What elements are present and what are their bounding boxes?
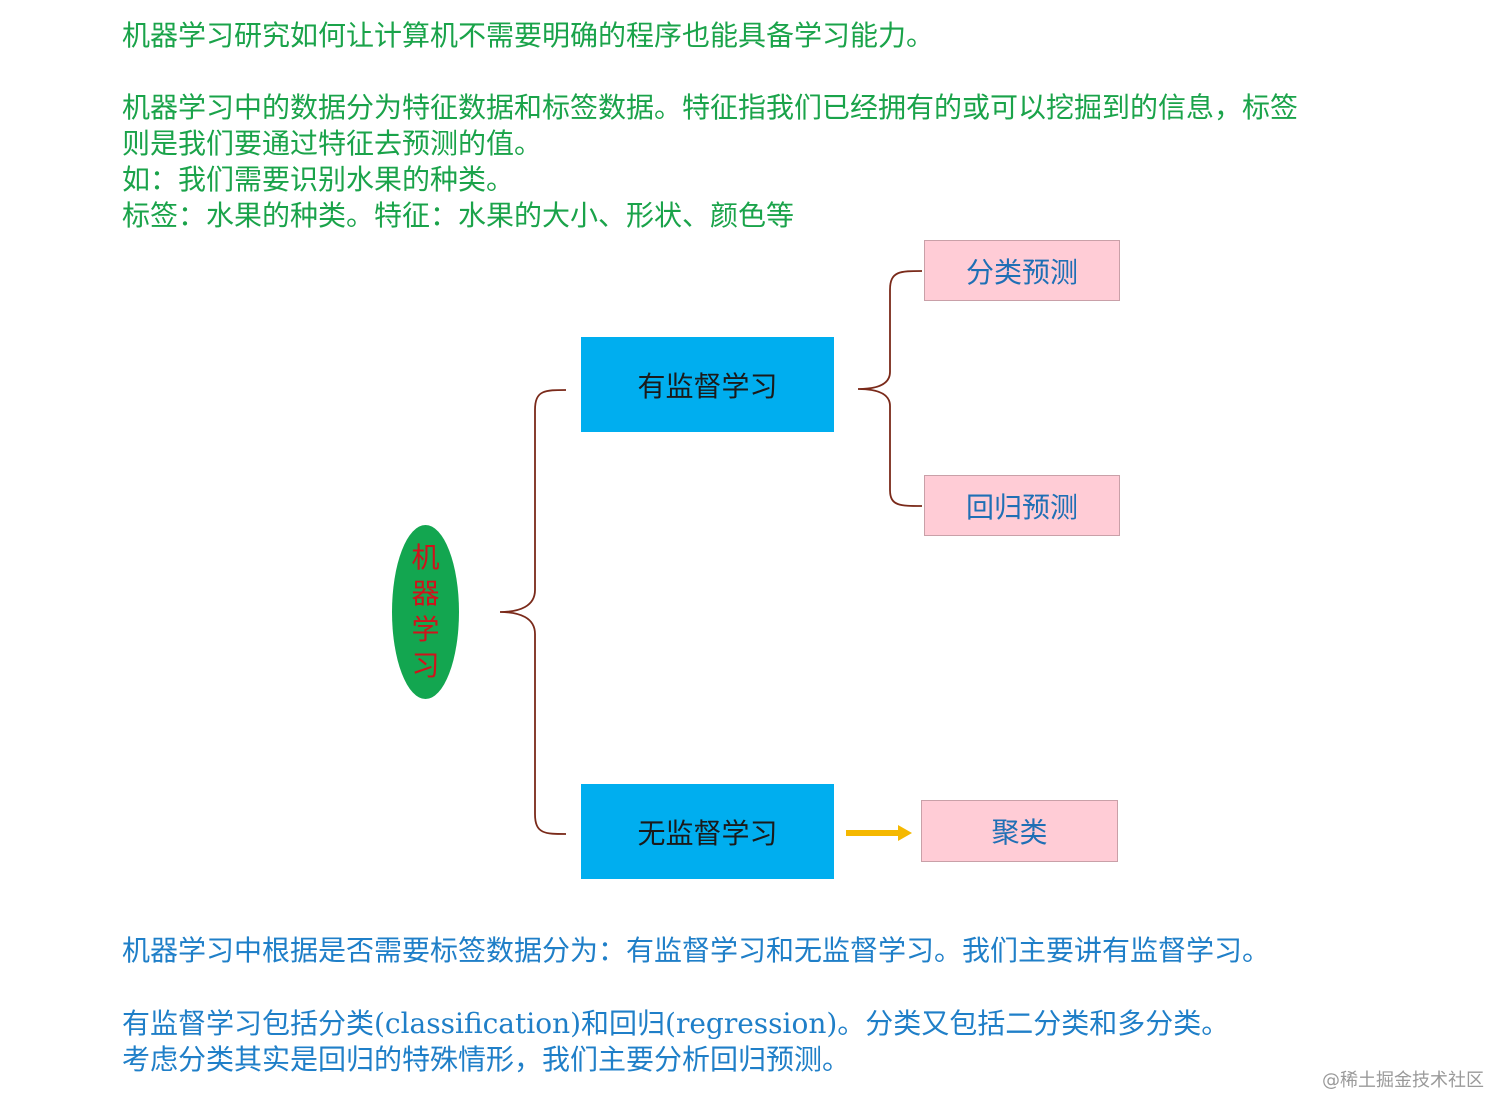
supervised-learning-node: 有监督学习 (581, 337, 834, 432)
outro-line-1: 机器学习中根据是否需要标签数据分为：有监督学习和无监督学习。我们主要讲有监督学习… (122, 934, 1271, 967)
intro-line-1: 机器学习研究如何让计算机不需要明确的程序也能具备学习能力。 (122, 19, 935, 52)
unsupervised-learning-node: 无监督学习 (581, 784, 834, 879)
supervised-bracket (857, 270, 923, 507)
classification-node: 分类预测 (924, 240, 1120, 301)
root-node-label: 机器学习 (411, 541, 440, 682)
outro-line-3: 考虑分类其实是回归的特殊情形，我们主要分析回归预测。 (122, 1043, 851, 1076)
regression-node: 回归预测 (924, 475, 1120, 536)
clustering-label: 聚类 (991, 816, 1048, 849)
root-bracket (499, 389, 567, 835)
regression-label: 回归预测 (965, 490, 1078, 524)
intro-line-5: 标签：水果的种类。特征：水果的大小、形状、颜色等 (122, 199, 795, 232)
clustering-node: 聚类 (921, 800, 1118, 862)
outro-line-2: 有监督学习包括分类(classification)和回归(regression)… (122, 1007, 1230, 1040)
intro-line-2: 机器学习中的数据分为特征数据和标签数据。特征指我们已经拥有的或可以挖掘到的信息，… (122, 91, 1299, 124)
root-node: 机器学习 (392, 525, 459, 699)
intro-line-3: 则是我们要通过特征去预测的值。 (122, 127, 543, 160)
intro-line-4: 如：我们需要识别水果的种类。 (122, 163, 515, 196)
arrow-right-icon (846, 825, 912, 841)
classification-label: 分类预测 (965, 255, 1078, 289)
unsupervised-learning-label: 无监督学习 (637, 816, 778, 850)
supervised-learning-label: 有监督学习 (637, 369, 778, 403)
watermark: @稀土掘金技术社区 (1322, 1070, 1484, 1091)
